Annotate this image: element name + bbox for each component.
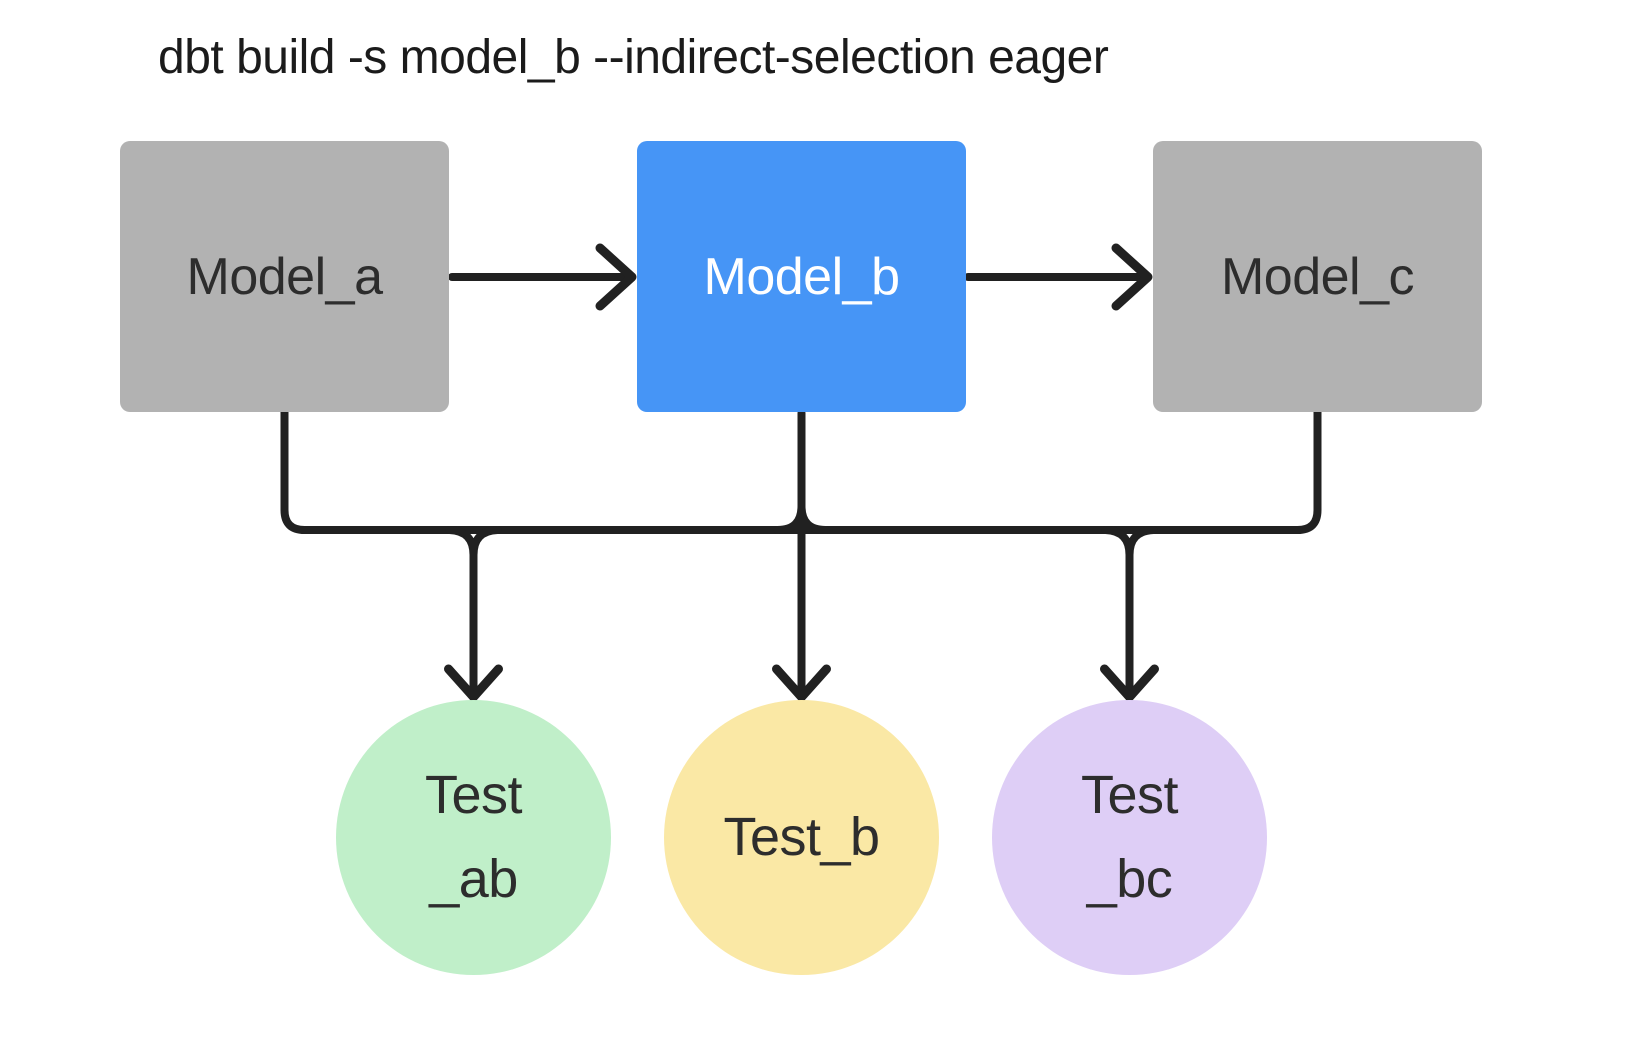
edge-drop-test-bc xyxy=(1101,526,1158,696)
model-b-node: Model_b xyxy=(637,141,966,412)
arrowhead-down-icon xyxy=(444,664,503,702)
test-bc-label-line2: _bc xyxy=(1086,848,1173,909)
test-bc-label-line1: Test xyxy=(1080,764,1179,825)
test-ab-label-line2: _ab xyxy=(429,848,518,909)
test-ab-label-line1: Test xyxy=(424,764,523,825)
model-c-node: Model_c xyxy=(1153,141,1482,412)
test-b-node: Test_b xyxy=(664,700,939,975)
model-a-node: Model_a xyxy=(120,141,449,412)
diagram-title: dbt build -s model_b --indirect-selectio… xyxy=(158,31,1109,84)
test-b-label: Test_b xyxy=(723,806,880,867)
edge-model-b-to-test-b xyxy=(773,409,830,696)
arrowhead-right-icon xyxy=(595,243,637,311)
model-a-label: Model_a xyxy=(186,247,383,306)
test-ab-node: Test _ab xyxy=(336,700,611,975)
arrowhead-down-icon xyxy=(772,664,831,702)
arrowhead-right-icon xyxy=(1111,243,1153,311)
edge-drop-test-ab xyxy=(445,526,502,696)
model-c-label: Model_c xyxy=(1220,247,1415,306)
test-bc-node: Test _bc xyxy=(992,700,1267,975)
arrowhead-down-icon xyxy=(1100,664,1159,702)
model-b-label: Model_b xyxy=(703,247,900,306)
